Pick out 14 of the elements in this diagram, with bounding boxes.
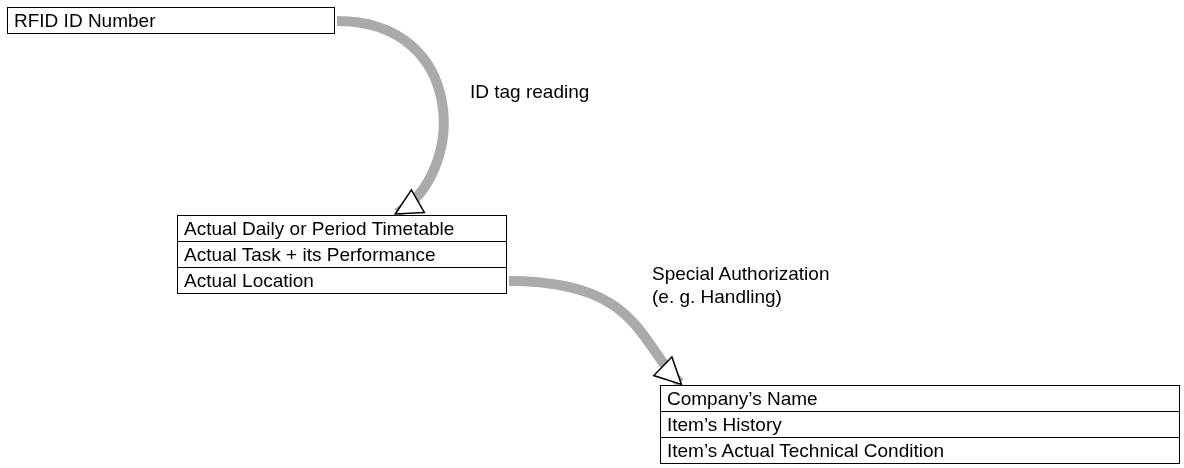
- table-row-text: RFID ID Number: [13, 9, 157, 33]
- table-row-text: Actual Daily or Period Timetable: [183, 217, 456, 241]
- table-box: [177, 215, 507, 294]
- edge-label: Special Authorization (e. g. Handling): [652, 262, 831, 308]
- edge-label: ID tag reading: [470, 80, 591, 103]
- table-row: Item’s History: [661, 411, 1179, 437]
- text-box: [7, 7, 335, 34]
- table-row: Actual Location: [178, 267, 506, 293]
- curved-arrow: [336, 16, 449, 217]
- table-row: Actual Task + its Performance: [178, 241, 506, 267]
- curved-arrow: [508, 276, 684, 387]
- table-row: Item’s Actual Technical Condition: [661, 437, 1179, 463]
- table-row-text: Company’s Name: [666, 387, 819, 411]
- table-box: [660, 385, 1180, 464]
